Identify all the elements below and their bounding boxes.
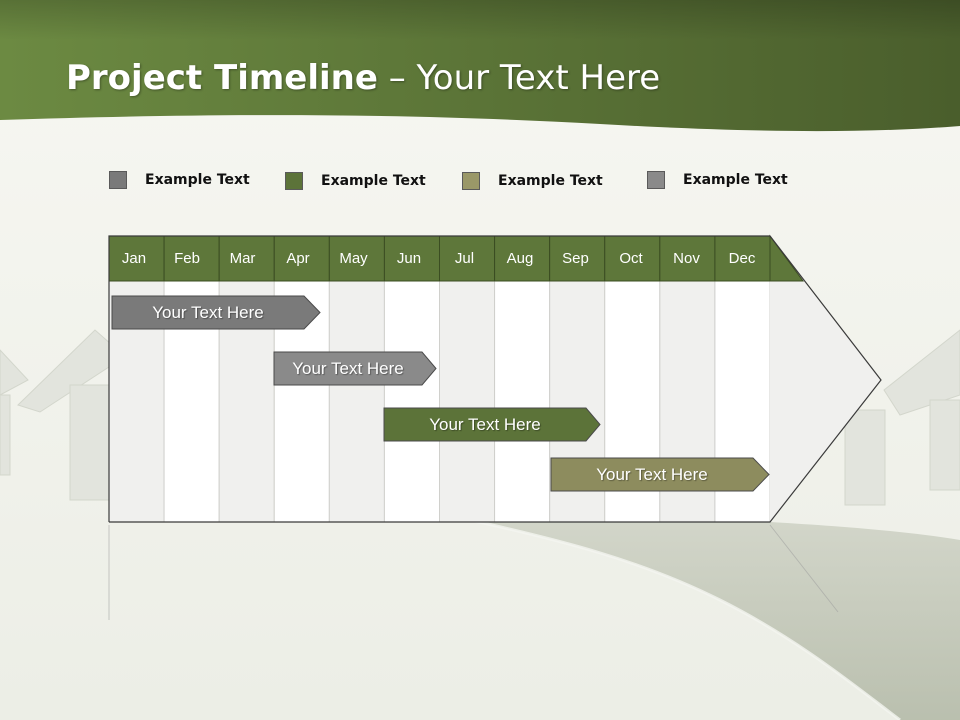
month-label-dec: Dec — [728, 250, 756, 267]
month-label-jul: Jul — [454, 250, 475, 267]
month-column-jun — [383, 280, 440, 523]
task-bar-label-4: Your Text Here — [596, 464, 708, 484]
task-bar-label-2: Your Text Here — [292, 358, 404, 378]
arrow-outline — [108, 235, 882, 523]
month-header-cell-apr — [273, 235, 330, 282]
month-column-aug — [494, 280, 551, 523]
legend-label-4: Example Text — [683, 172, 788, 188]
month-label-aug: Aug — [506, 250, 534, 267]
legend-item-1: Example Text — [109, 170, 250, 190]
legend-swatch-2 — [285, 172, 303, 190]
month-label-jan: Jan — [121, 250, 147, 267]
legend-swatch-3 — [462, 172, 480, 190]
task-bar-4 — [550, 457, 770, 492]
month-header-row — [108, 235, 771, 282]
legend-swatch-4 — [647, 171, 665, 189]
grass-path — [470, 520, 960, 720]
month-label-sep: Sep — [562, 250, 589, 267]
house-right-illustration — [844, 329, 960, 506]
month-label-may: May — [339, 250, 368, 267]
legend-item-2: Example Text — [285, 171, 426, 191]
task-bar-label-1: Your Text Here — [152, 302, 264, 322]
month-header-cell-nov — [659, 235, 716, 282]
task-bar-1 — [111, 295, 321, 330]
legend-item-4: Example Text — [647, 170, 788, 190]
arrow-head-fill — [770, 281, 881, 522]
task-bar-2 — [273, 351, 437, 386]
slide-title: Project Timeline – Your Text Here — [66, 58, 660, 98]
month-header-cell-oct — [604, 235, 661, 282]
month-label-nov: Nov — [673, 250, 700, 267]
month-label-apr: Apr — [286, 250, 310, 267]
title-rest: – Your Text Here — [377, 58, 661, 98]
legend-label-3: Example Text — [498, 173, 603, 189]
month-label-oct: Oct — [619, 250, 643, 267]
month-label-mar: Mar — [229, 250, 256, 267]
legend-label-1: Example Text — [145, 172, 250, 188]
task-bars — [111, 295, 770, 492]
month-label-jun: Jun — [396, 250, 422, 267]
house-left-illustration — [0, 329, 113, 501]
legend-item-3: Example Text — [462, 171, 603, 191]
month-header-cell-jan — [108, 235, 165, 282]
month-label-feb: Feb — [174, 250, 200, 267]
task-bar-3 — [383, 407, 601, 442]
month-column-may — [328, 280, 385, 523]
title-bold: Project Timeline — [66, 58, 378, 98]
month-header-cell-dec — [714, 235, 771, 282]
month-header-cell-sep — [549, 235, 606, 282]
legend-label-2: Example Text — [321, 173, 426, 189]
task-bar-label-3: Your Text Here — [429, 414, 541, 434]
month-column-jul — [439, 280, 496, 523]
chart-reflection — [108, 524, 839, 620]
legend-swatch-1 — [109, 171, 127, 189]
timeline-arrow-outline — [108, 234, 882, 523]
